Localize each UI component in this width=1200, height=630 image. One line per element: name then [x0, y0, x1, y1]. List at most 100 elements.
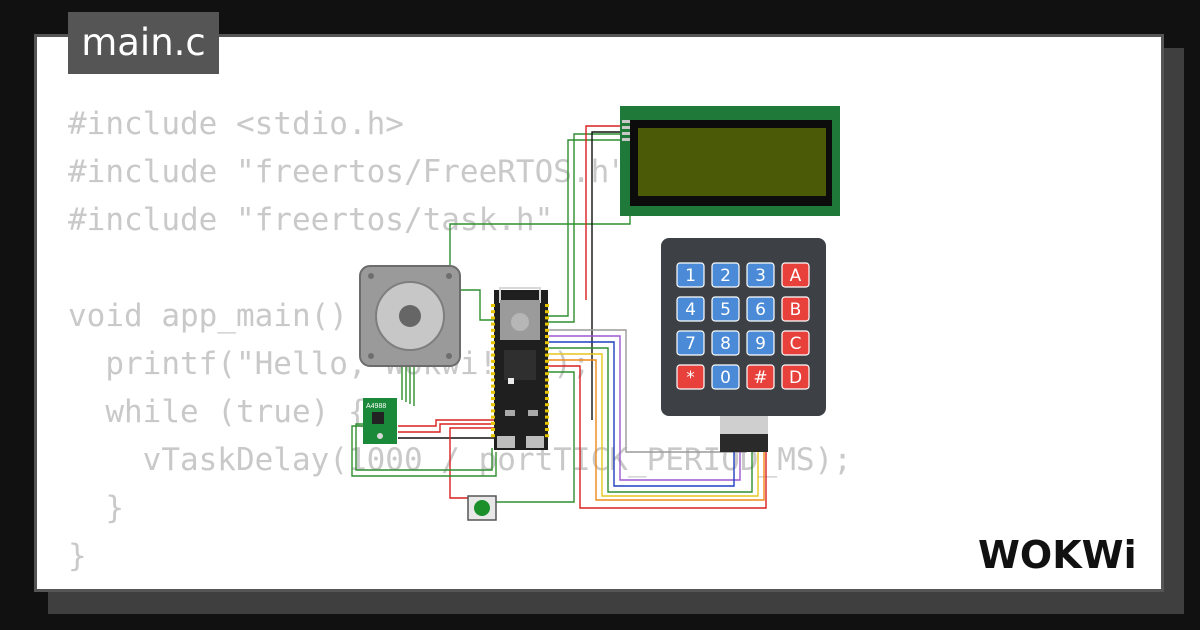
wire: [548, 341, 735, 487]
esp-pin: [491, 359, 495, 363]
keypad-key-label: C: [790, 334, 802, 354]
keypad-key[interactable]: 7: [676, 330, 705, 356]
wire: [548, 347, 753, 493]
esp-pin: [491, 372, 495, 376]
keypad-key[interactable]: 8: [711, 330, 740, 356]
wire: [548, 133, 628, 323]
wire: [591, 131, 628, 420]
esp-pin: [491, 409, 495, 413]
stepper-motor[interactable]: [359, 265, 461, 367]
esp-pin: [491, 316, 495, 320]
keypad-key[interactable]: B: [781, 296, 810, 322]
keypad-key-label: 2: [720, 266, 731, 286]
code-line: #include <stdio.h>: [68, 106, 404, 142]
keypad-key-label: 4: [685, 300, 696, 320]
esp-pin: [491, 310, 495, 314]
esp-pin: [545, 359, 549, 363]
wire: [548, 139, 628, 317]
keypad-key[interactable]: #: [746, 364, 775, 390]
keypad-key-label: B: [790, 300, 802, 320]
esp-pin: [491, 353, 495, 357]
driver-label: A4988: [366, 403, 386, 410]
esp-pin: [545, 304, 549, 307]
esp-pin: [491, 341, 495, 345]
esp-pin: [545, 335, 549, 338]
esp-pin: [545, 390, 549, 394]
keypad-key[interactable]: 1: [676, 262, 705, 288]
esp-pin: [491, 415, 495, 419]
esp-pin: [491, 335, 495, 338]
keypad-key-label: 1: [685, 266, 696, 286]
keypad-key[interactable]: 9: [746, 330, 775, 356]
esp-pin: [545, 428, 549, 431]
wire: [449, 427, 494, 499]
esp-logo-icon: [511, 313, 529, 331]
keypad-key[interactable]: 2: [711, 262, 740, 288]
esp-pin: [545, 372, 549, 376]
esp32-board[interactable]: [491, 287, 549, 450]
keypad-key[interactable]: A: [781, 262, 810, 288]
esp-pin: [491, 384, 495, 388]
esp-pin: [545, 328, 549, 332]
esp-pin: [545, 403, 549, 407]
esp-pin: [491, 390, 495, 394]
keypad-key-label: 9: [755, 334, 766, 354]
keypad-key-label: 3: [755, 266, 766, 286]
wire: [585, 125, 628, 300]
esp-pin: [545, 310, 549, 314]
esp-pin: [545, 366, 549, 369]
esp-pin: [545, 353, 549, 357]
wire: [548, 335, 741, 481]
esp-pin: [545, 434, 549, 438]
keypad-key-label: 7: [685, 334, 696, 354]
code-line: }: [68, 538, 87, 574]
keypad-key[interactable]: 3: [746, 262, 775, 288]
keypad-key-label: *: [686, 368, 695, 388]
keypad-key[interactable]: 6: [746, 296, 775, 322]
esp-pin: [545, 347, 549, 351]
wokwi-logo-icon: WOKWi: [978, 533, 1137, 577]
esp-pin: [545, 415, 549, 419]
lcd-display[interactable]: [620, 106, 840, 216]
keypad-key-label: A: [790, 266, 802, 286]
wire: [548, 365, 767, 509]
esp-pin: [545, 378, 549, 382]
esp-pin: [545, 316, 549, 320]
keypad-key[interactable]: *: [676, 364, 705, 390]
a4988-driver[interactable]: A4988: [363, 398, 397, 444]
code-background: #include <stdio.h> #include "freertos/Fre…: [68, 100, 852, 580]
esp-pin: [491, 304, 495, 307]
keypad-key[interactable]: D: [781, 364, 810, 390]
esp-pin: [491, 403, 495, 407]
keypad-key[interactable]: 0: [711, 364, 740, 390]
keypad-key-label: 5: [720, 300, 731, 320]
keypad-key-label: D: [789, 368, 802, 388]
code-line: #include "freertos/task.h": [68, 202, 554, 238]
code-line: }: [68, 490, 124, 526]
code-line: #include "freertos/FreeRTOS.h": [68, 154, 628, 190]
preview-card: [34, 34, 1164, 592]
keypad-key[interactable]: C: [781, 330, 810, 356]
wire: [548, 353, 759, 497]
esp-pin: [491, 421, 495, 425]
esp-pin: [545, 397, 549, 400]
wires: [351, 125, 767, 509]
esp-pin: [545, 409, 549, 413]
wire: [548, 359, 765, 501]
keypad-key-label: 6: [755, 300, 766, 320]
brand-name: WOKWi: [978, 533, 1137, 577]
esp-pin: [545, 421, 549, 425]
esp-pin: [491, 322, 495, 326]
esp-pin: [545, 384, 549, 388]
wire: [398, 423, 494, 433]
keypad-key[interactable]: 4: [676, 296, 705, 322]
esp-pin: [491, 378, 495, 382]
esp-pin: [491, 347, 495, 351]
wire: [351, 425, 497, 477]
file-tab[interactable]: main.c: [68, 12, 219, 74]
push-button[interactable]: [467, 495, 497, 521]
keypad-key-label: #: [753, 368, 767, 388]
keypad-key-label: 0: [720, 368, 731, 388]
keypad-key[interactable]: 5: [711, 296, 740, 322]
